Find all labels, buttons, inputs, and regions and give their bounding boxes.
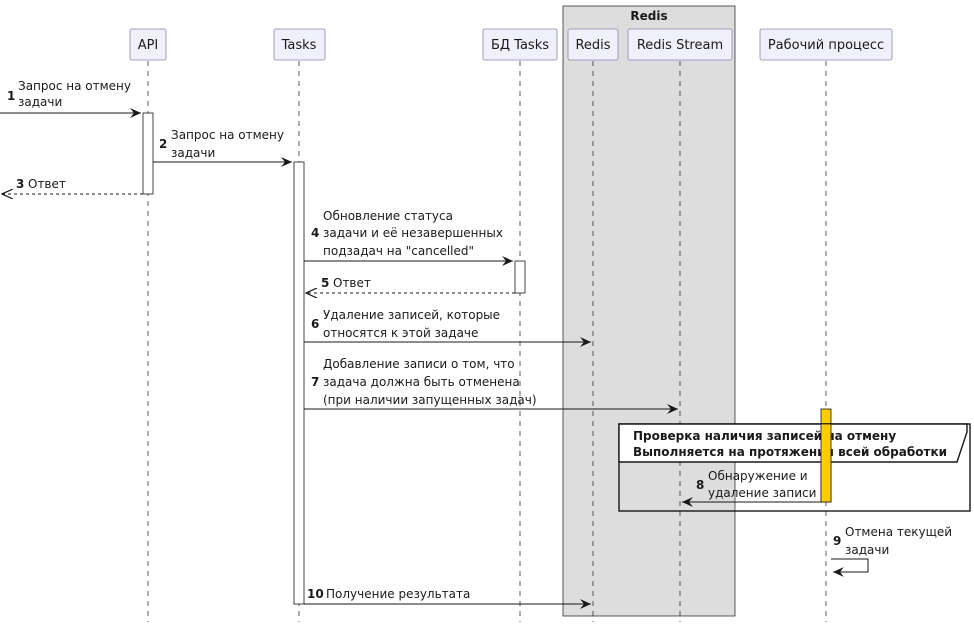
svg-text:Обнаружение и: Обнаружение и (708, 469, 808, 483)
participant-redis: Redis (567, 28, 619, 61)
svg-text:Redis: Redis (575, 38, 610, 53)
svg-text:4: 4 (311, 226, 319, 240)
svg-text:задачи и её незавершенных: задачи и её незавершенных (323, 226, 503, 240)
svg-text:API: API (138, 38, 159, 53)
svg-text:6: 6 (311, 317, 319, 331)
message-3: 3 Ответ (16, 177, 66, 191)
svg-text:удаление записи: удаление записи (708, 486, 816, 500)
activation-db-tasks (514, 260, 526, 294)
svg-text:Рабочий процесс: Рабочий процесс (768, 38, 884, 53)
svg-text:Запрос на отмену: Запрос на отмену (171, 128, 284, 142)
loop-frame: Проверка наличия записей на отмену Выпол… (618, 423, 971, 512)
svg-text:Tasks: Tasks (281, 38, 317, 53)
activation-tasks (293, 161, 305, 605)
svg-text:Добавление записи о том, что: Добавление записи о том, что (323, 357, 515, 371)
participant-api: API (129, 28, 167, 61)
svg-text:Ответ: Ответ (28, 177, 66, 191)
loop-title-line2: Выполняется на протяжении всей обработки (633, 445, 947, 459)
message-9: 9 Отмена текущей задачи (833, 525, 952, 557)
message-arrows (0, 108, 869, 609)
participant-redis-stream: Redis Stream (627, 28, 733, 61)
activation-worker-overlay (820, 423, 832, 503)
svg-text:БД Tasks: БД Tasks (491, 38, 549, 53)
svg-text:Отмена текущей: Отмена текущей (845, 525, 952, 539)
svg-text:Получение результата: Получение результата (326, 587, 470, 601)
svg-text:5: 5 (321, 276, 329, 290)
svg-text:относятся к этой задаче: относятся к этой задаче (323, 326, 478, 340)
svg-text:3: 3 (16, 177, 24, 191)
svg-text:Ответ: Ответ (333, 276, 371, 290)
message-10: 10 Получение результата (307, 587, 470, 601)
svg-text:10: 10 (307, 587, 324, 601)
loop-title-line1: Проверка наличия записей на отмену (633, 429, 896, 443)
message-7: 7 Добавление записи о том, что задача до… (311, 357, 537, 407)
svg-text:Redis Stream: Redis Stream (637, 38, 723, 53)
arrow-9 (831, 558, 869, 577)
svg-text:(при наличии запущенных задач): (при наличии запущенных задач) (323, 393, 537, 407)
message-5: 5 Ответ (321, 276, 371, 290)
message-1: 1 Запрос на отмену задачи (7, 79, 131, 109)
message-6: 6 Удаление записей, которые относятся к … (311, 308, 500, 340)
svg-text:7: 7 (311, 375, 319, 389)
redis-group-title: Redis (630, 9, 667, 23)
svg-text:9: 9 (833, 534, 841, 548)
svg-text:задачи: задачи (845, 543, 889, 557)
svg-text:Запрос на отмену: Запрос на отмену (18, 79, 131, 93)
redis-group-box (562, 5, 736, 617)
svg-text:задача должна быть отменена: задача должна быть отменена (323, 375, 520, 389)
svg-text:2: 2 (159, 137, 167, 151)
participant-tasks: Tasks (273, 28, 326, 61)
svg-text:8: 8 (696, 478, 704, 492)
participant-db-tasks: БД Tasks (482, 28, 558, 61)
svg-text:Обновление статуса: Обновление статуса (323, 209, 453, 223)
svg-text:задачи: задачи (171, 146, 215, 160)
activation-api (142, 112, 154, 195)
message-4: 4 Обновление статуса задачи и её незавер… (311, 209, 503, 258)
participant-worker: Рабочий процесс (759, 28, 893, 61)
message-8: 8 Обнаружение и удаление записи (696, 469, 816, 500)
svg-text:задачи: задачи (18, 95, 62, 109)
svg-text:1: 1 (7, 89, 15, 103)
message-2: 2 Запрос на отмену задачи (159, 128, 284, 160)
svg-text:Удаление записей, которые: Удаление записей, которые (323, 308, 500, 322)
svg-text:подзадач на "cancelled": подзадач на "cancelled" (323, 244, 474, 258)
